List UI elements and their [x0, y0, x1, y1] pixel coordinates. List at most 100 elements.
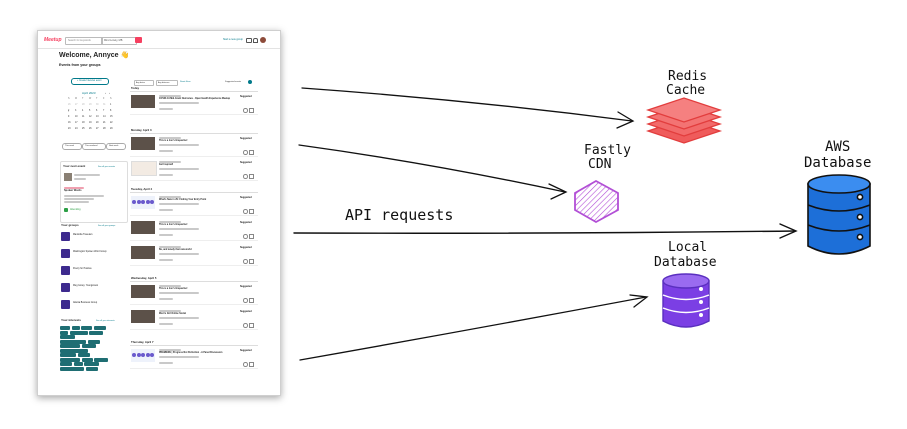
search-button[interactable]	[135, 37, 142, 43]
calendar-day[interactable]: 27	[75, 104, 78, 106]
share-icon[interactable]	[243, 298, 248, 303]
reset-filters-link[interactable]: Reset filters	[180, 80, 191, 83]
interest-chip[interactable]	[60, 362, 72, 366]
calendar-day[interactable]: 21	[103, 122, 106, 124]
share-icon[interactable]	[243, 259, 248, 264]
start-group-link[interactable]: Start a new group	[223, 38, 243, 41]
groups-link[interactable]: See all your groups	[98, 224, 116, 227]
group-list-item[interactable]: Washington Spoken Word Group	[60, 247, 126, 261]
calendar-day[interactable]: 1	[110, 104, 112, 106]
interest-chip[interactable]	[93, 326, 106, 330]
interest-chip[interactable]	[60, 339, 86, 344]
share-icon[interactable]	[243, 174, 248, 179]
suggested-toggle[interactable]	[248, 80, 252, 84]
calendar-day[interactable]: 31	[103, 104, 106, 106]
calendar-day[interactable]: 23	[68, 128, 71, 130]
calendar-day[interactable]: 9	[68, 116, 70, 118]
save-icon[interactable]	[249, 323, 254, 328]
search-input[interactable]: Search for keywords	[65, 37, 103, 45]
event-row[interactable]: This is a Jon's Grapevine!Suggested	[130, 284, 258, 306]
calendar-day[interactable]: 3	[75, 110, 77, 112]
interest-chip[interactable]	[94, 357, 108, 362]
calendar-day[interactable]: 17	[75, 122, 78, 124]
interest-chip[interactable]	[81, 357, 93, 362]
calendar-day[interactable]: 22	[110, 122, 113, 124]
interest-chip[interactable]	[60, 335, 75, 339]
calendar-day[interactable]: 14	[103, 116, 106, 118]
interest-chip[interactable]	[60, 357, 80, 362]
event-title[interactable]: COVID-19 Mid-Grant Outcomes - Open Healt…	[159, 98, 231, 100]
calendar-day[interactable]: 26	[68, 104, 71, 106]
event-row[interactable]: This is a Jon's Grapevine!Suggested	[130, 220, 258, 242]
save-icon[interactable]	[249, 259, 254, 264]
event-row[interactable]: What's New in JS: Finding Your Entry Poi…	[130, 195, 258, 217]
interest-chip[interactable]	[84, 362, 99, 366]
share-icon[interactable]	[243, 150, 248, 155]
save-icon[interactable]	[249, 174, 254, 179]
calendar-day[interactable]: 15	[110, 116, 113, 118]
interest-chip[interactable]	[60, 366, 84, 371]
calendar-day[interactable]: 5	[89, 110, 91, 112]
interest-chip[interactable]	[87, 339, 100, 344]
interest-chip[interactable]	[60, 344, 80, 348]
calendar-day[interactable]: 30	[96, 104, 99, 106]
interest-chip[interactable]	[85, 366, 98, 371]
interest-chip[interactable]	[81, 326, 92, 330]
interest-chip[interactable]	[81, 344, 96, 348]
share-icon[interactable]	[243, 323, 248, 328]
save-icon[interactable]	[249, 362, 254, 367]
calendar-day[interactable]: 2	[68, 110, 70, 113]
calendar-day[interactable]: 19	[89, 122, 92, 124]
group-list-item[interactable]: Mug Group, Youngstown	[60, 281, 126, 295]
share-icon[interactable]	[243, 209, 248, 214]
calendar-day[interactable]: 28	[103, 128, 106, 130]
create-event-button[interactable]: + Create Intervies event	[71, 78, 109, 85]
calendar-day[interactable]: 29	[110, 128, 113, 130]
group-list-item[interactable]: Atlanta Business Group	[60, 298, 126, 312]
calendar-next-icon[interactable]: ›	[109, 91, 110, 95]
calendar-day[interactable]: 24	[75, 128, 78, 130]
interest-chip[interactable]	[71, 326, 80, 330]
calendar-day[interactable]: 12	[89, 116, 92, 118]
interest-chip[interactable]	[60, 353, 76, 357]
interest-chip[interactable]	[77, 353, 90, 357]
calendar-day[interactable]: 28	[82, 104, 85, 106]
event-row[interactable]: PREMIERE | Progress Not Perfection - A P…	[130, 348, 258, 370]
interest-chip[interactable]	[60, 348, 88, 353]
event-title[interactable]: This is a Jon's Grapevine!	[159, 140, 188, 142]
event-title[interactable]: This is a Jon's Grapevine!	[159, 224, 188, 226]
save-icon[interactable]	[249, 234, 254, 239]
event-row[interactable]: COVID-19 Mid-Grant Outcomes - Open Healt…	[130, 94, 258, 116]
calendar-day[interactable]: 20	[96, 122, 99, 124]
calendar-day[interactable]: 27	[96, 128, 99, 130]
save-icon[interactable]	[249, 209, 254, 214]
calendar-day[interactable]: 7	[103, 110, 105, 112]
this-weekend-button[interactable]: This weekend	[82, 143, 106, 150]
next-week-button[interactable]: Next week	[106, 143, 126, 150]
any-dates-select[interactable]: Any dates	[134, 80, 154, 86]
calendar-day[interactable]: 29	[89, 104, 92, 106]
interest-chip[interactable]	[60, 330, 68, 335]
event-row[interactable]: This is a Jon's Grapevine!Suggested	[130, 136, 258, 158]
interest-chip[interactable]	[89, 330, 103, 335]
notification-icon[interactable]	[253, 38, 258, 43]
calendar-day[interactable]: 11	[82, 116, 85, 118]
event-title[interactable]: Be, and wisely that new world	[159, 249, 192, 251]
event-title[interactable]: Mom's Girl Online Social	[159, 313, 186, 315]
next-event-name[interactable]: Spoken Words	[64, 189, 82, 192]
save-icon[interactable]	[249, 108, 254, 113]
next-event-link[interactable]: See all your events	[98, 165, 116, 168]
calendar-day[interactable]: 6	[96, 110, 98, 112]
share-icon[interactable]	[243, 234, 248, 239]
event-title[interactable]: This is a Jon's Grapevine!	[159, 288, 188, 290]
calendar-day[interactable]: 8	[110, 110, 112, 112]
share-icon[interactable]	[243, 362, 248, 367]
calendar-day[interactable]: 16	[68, 122, 71, 124]
calendar-day[interactable]: 13	[96, 116, 99, 118]
save-icon[interactable]	[249, 150, 254, 155]
message-icon[interactable]	[246, 38, 252, 43]
group-list-item[interactable]: Poetry for Positive	[60, 264, 126, 278]
avatar[interactable]	[260, 37, 266, 43]
